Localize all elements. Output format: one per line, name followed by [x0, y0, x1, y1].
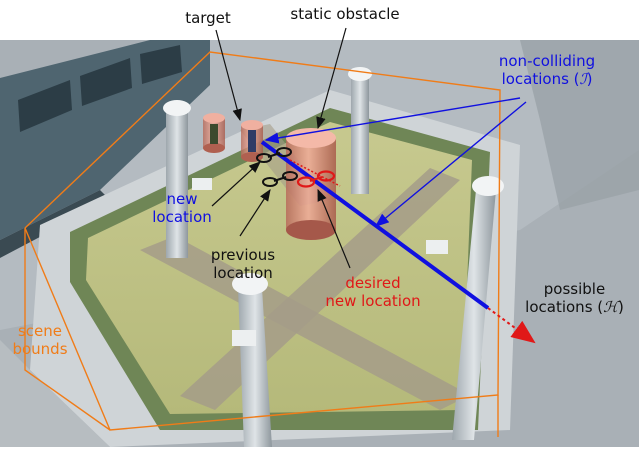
label-new-location: new location — [150, 190, 214, 226]
pillar-front — [232, 273, 272, 447]
label-static-obstacle: static obstacle — [290, 5, 400, 23]
desired-location-arrow — [317, 188, 351, 269]
label-possible-locations: possible locations (ℋ) — [510, 280, 639, 316]
label-new-location-line2: location — [152, 208, 212, 226]
previous-location-arrow — [239, 188, 271, 237]
drone-desired-location — [296, 170, 336, 188]
label-new-location-line1: new — [166, 190, 198, 208]
label-non-colliding-line2: locations (ℐ) — [501, 70, 593, 88]
label-desired-line2: new location — [325, 292, 421, 310]
label-previous-location: previous location — [198, 246, 288, 282]
label-desired-line1: desired — [345, 274, 401, 292]
non-colliding-arrow-1 — [264, 97, 521, 144]
label-non-colliding-line1: non-colliding — [498, 52, 596, 70]
pillar-right — [452, 176, 504, 440]
label-scene-bounds: scene bounds — [10, 322, 70, 358]
label-previous-location-line2: location — [213, 264, 273, 282]
target-arrow — [215, 29, 242, 122]
symbol-I: ℐ — [579, 70, 587, 88]
label-possible-line1: possible — [543, 280, 606, 298]
pillar-left-back — [163, 100, 191, 258]
new-location-arrow — [211, 161, 261, 207]
symbol-H: ℋ — [603, 298, 618, 316]
building-right — [520, 40, 639, 210]
label-previous-location-line1: previous — [210, 246, 276, 264]
label-desired-new-location: desired new location — [318, 274, 428, 310]
static-obstacle-arrow — [316, 27, 347, 130]
label-scene-bounds-line2: bounds — [12, 340, 68, 358]
drone-previous-location — [262, 171, 298, 187]
target-cylinder-2 — [241, 120, 263, 162]
scene-bounds-box — [24, 51, 501, 437]
label-target: target — [185, 9, 231, 27]
static-obstacle-cylinder — [286, 128, 336, 240]
drone-new-location — [256, 147, 292, 163]
label-non-colliding: non-colliding locations (ℐ) — [462, 52, 632, 88]
non-colliding-arrow-2 — [374, 101, 527, 227]
pillar-center-back — [348, 67, 372, 194]
label-possible-line2: locations (ℋ) — [525, 298, 624, 316]
target-cylinder — [203, 113, 225, 153]
label-scene-bounds-line1: scene — [17, 322, 63, 340]
